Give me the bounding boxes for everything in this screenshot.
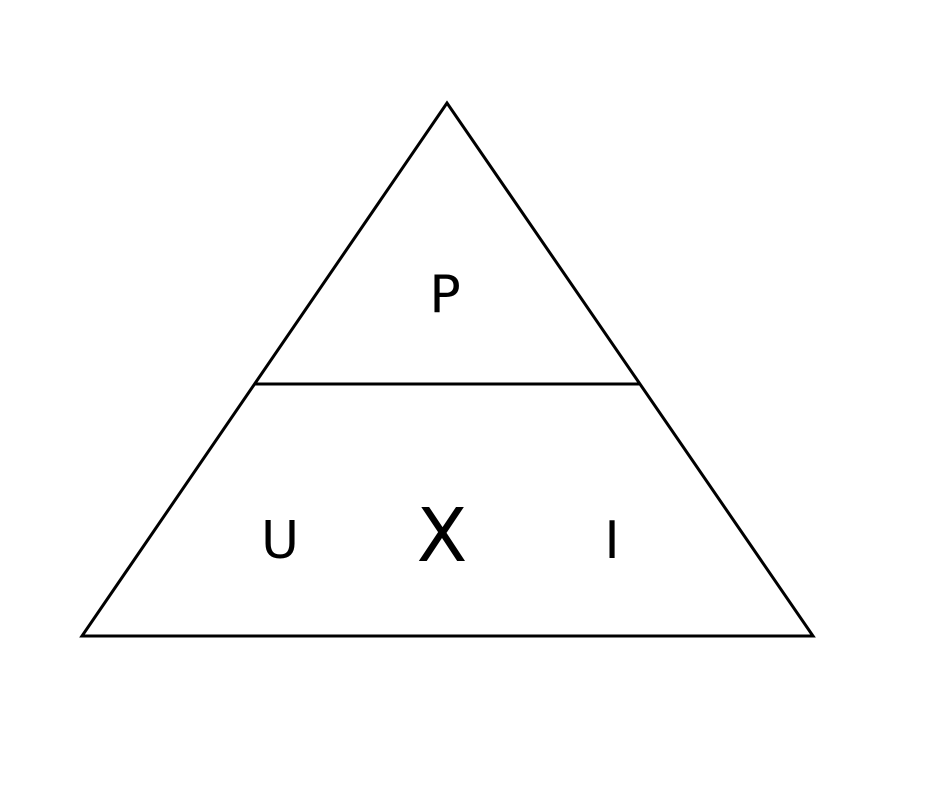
left-label: U <box>261 511 299 571</box>
right-label: I <box>604 511 619 571</box>
triangle-outline <box>79 100 816 638</box>
top-label: P <box>429 265 460 325</box>
operator-label: X <box>417 493 468 579</box>
